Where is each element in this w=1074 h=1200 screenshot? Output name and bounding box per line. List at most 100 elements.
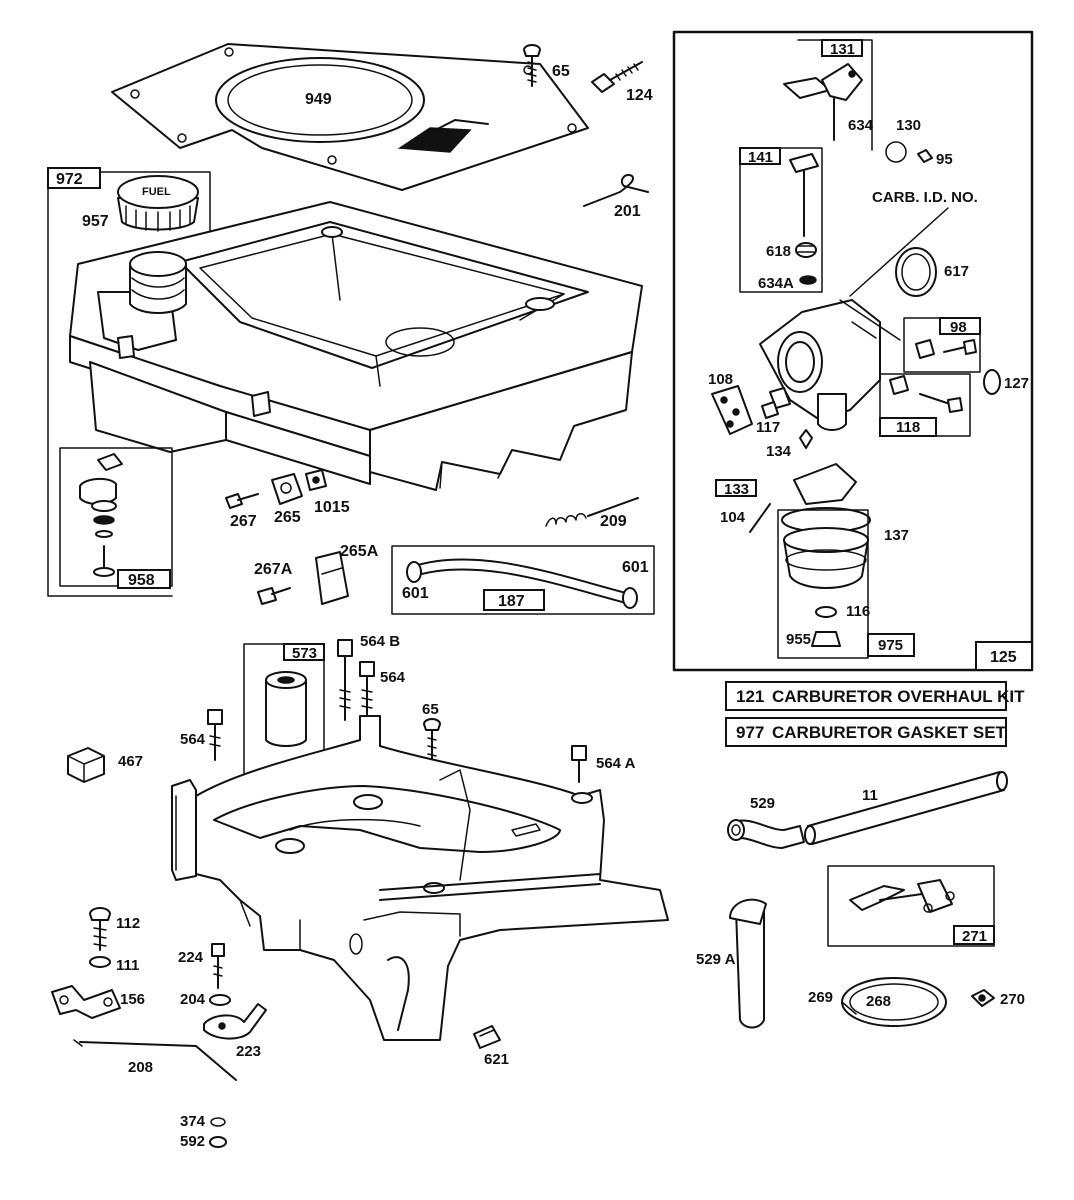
label-223: 223 bbox=[236, 1043, 261, 1060]
nut-1015: 1015 bbox=[305, 469, 350, 516]
label-269: 269 bbox=[808, 989, 833, 1006]
lever-223: 223 bbox=[203, 1003, 267, 1060]
kit-overhaul-text: CARBURETOR OVERHAUL KIT bbox=[772, 687, 1025, 706]
label-949: 949 bbox=[305, 91, 332, 108]
label-564A: 564 A bbox=[596, 755, 636, 772]
tank-cover-949: 949 bbox=[111, 43, 589, 191]
label-131: 131 bbox=[830, 41, 855, 58]
bracket-271: 271 bbox=[827, 865, 995, 947]
rod-208: 208 bbox=[73, 1039, 237, 1081]
choke-141: 141 618 634A bbox=[739, 147, 823, 293]
bolt-564A: 564 A bbox=[571, 745, 636, 783]
label-11: 11 bbox=[862, 787, 878, 804]
label-267A: 267A bbox=[254, 561, 293, 578]
bolt-124: 124 bbox=[591, 61, 653, 104]
label-958: 958 bbox=[128, 572, 155, 589]
bolt-564-top: 564 bbox=[359, 661, 406, 717]
label-65-base: 65 bbox=[422, 701, 439, 718]
label-98: 98 bbox=[950, 319, 967, 336]
tube-11: 11 bbox=[804, 771, 1008, 845]
clip-621: 621 bbox=[473, 1025, 509, 1068]
label-573: 573 bbox=[292, 645, 317, 662]
label-137: 137 bbox=[884, 527, 909, 544]
label-133: 133 bbox=[724, 481, 749, 498]
kit-overhaul-number: 121 bbox=[736, 687, 764, 706]
label-564-left: 564 bbox=[180, 731, 206, 748]
label-634A: 634A bbox=[758, 275, 794, 292]
label-204: 204 bbox=[180, 991, 206, 1008]
label-268: 268 bbox=[866, 993, 891, 1010]
oring-617: 617 bbox=[895, 247, 969, 297]
label-124: 124 bbox=[626, 87, 653, 104]
throttle-131: 131 634 130 95 bbox=[783, 39, 953, 168]
float-bowl-975: 975 116 955 137 bbox=[777, 463, 915, 659]
overhaul-kit-box: 121 CARBURETOR OVERHAUL KIT bbox=[725, 681, 1025, 711]
engine-base bbox=[171, 715, 669, 1041]
fuel-tank-group-972: 972 FUEL 957 bbox=[47, 167, 643, 597]
label-112: 112 bbox=[116, 915, 140, 932]
bolt-564-left: 564 bbox=[180, 709, 223, 761]
label-618: 618 bbox=[766, 243, 791, 260]
label-111: 111 bbox=[116, 957, 139, 974]
label-125: 125 bbox=[990, 649, 1017, 666]
label-265: 265 bbox=[274, 509, 301, 526]
label-208: 208 bbox=[128, 1059, 153, 1076]
label-carb-id: CARB. I.D. NO. bbox=[872, 189, 978, 206]
label-957: 957 bbox=[82, 213, 109, 230]
clip-265: 265 bbox=[271, 473, 303, 526]
label-108: 108 bbox=[708, 371, 733, 388]
label-529: 529 bbox=[750, 795, 775, 812]
gasket-set-box: 977 CARBURETOR GASKET SET bbox=[725, 717, 1007, 747]
label-621: 621 bbox=[484, 1051, 509, 1068]
label-1015: 1015 bbox=[314, 499, 350, 516]
label-270: 270 bbox=[1000, 991, 1025, 1008]
label-265A: 265A bbox=[340, 543, 379, 560]
kit-gasket-text: CARBURETOR GASKET SET bbox=[772, 723, 1007, 742]
label-116: 116 bbox=[846, 603, 870, 620]
plate-108: 108 bbox=[708, 371, 753, 435]
screw-112: 112 bbox=[89, 907, 140, 951]
label-187: 187 bbox=[498, 593, 525, 610]
bushing-573: 573 946 bbox=[243, 643, 325, 789]
label-134: 134 bbox=[766, 443, 792, 460]
label-117: 117 bbox=[756, 419, 780, 436]
clip-265A: 265A bbox=[315, 543, 379, 605]
label-617: 617 bbox=[944, 263, 969, 280]
label-127: 127 bbox=[1004, 375, 1029, 392]
label-601-left: 601 bbox=[402, 585, 429, 602]
elbow-529: 529 bbox=[727, 795, 805, 849]
label-141: 141 bbox=[748, 149, 773, 166]
label-529A: 529 A bbox=[696, 951, 736, 968]
label-601-right: 601 bbox=[622, 559, 649, 576]
fuel-cap-text: FUEL bbox=[142, 186, 171, 198]
label-592: 592 bbox=[180, 1133, 205, 1150]
screw-65-top: 65 bbox=[523, 44, 570, 87]
screw-65-base: 65 bbox=[422, 701, 441, 767]
nut-592: 592 bbox=[180, 1133, 227, 1150]
label-972: 972 bbox=[56, 171, 83, 188]
label-374: 374 bbox=[180, 1113, 206, 1130]
valve-assembly-958: 958 bbox=[59, 447, 173, 589]
clip-201: 201 bbox=[583, 174, 649, 220]
spring-209: 209 bbox=[545, 497, 639, 530]
label-271: 271 bbox=[962, 928, 987, 945]
fuel-cap-957: FUEL 957 bbox=[82, 175, 199, 232]
label-65-top: 65 bbox=[552, 63, 570, 80]
seal-268-269: 269 268 bbox=[808, 977, 947, 1027]
carburetor-group-125: 125 131 634 130 95 141 618 bbox=[672, 30, 1034, 672]
label-467: 467 bbox=[118, 753, 143, 770]
bracket-156: 156 bbox=[51, 985, 145, 1019]
elbow-529A: 529 A bbox=[696, 898, 767, 1029]
mixture-screw-98: 98 bbox=[903, 317, 981, 373]
bolt-564B: 564 B bbox=[337, 633, 400, 721]
label-224: 224 bbox=[178, 949, 204, 966]
label-209: 209 bbox=[600, 513, 627, 530]
label-975: 975 bbox=[878, 637, 903, 654]
screw-267: 267 bbox=[225, 493, 259, 530]
screw-270: 270 bbox=[971, 989, 1025, 1008]
kit-gasket-number: 977 bbox=[736, 723, 764, 742]
label-267: 267 bbox=[230, 513, 257, 530]
label-955: 955 bbox=[786, 631, 811, 648]
label-118: 118 bbox=[896, 419, 920, 436]
